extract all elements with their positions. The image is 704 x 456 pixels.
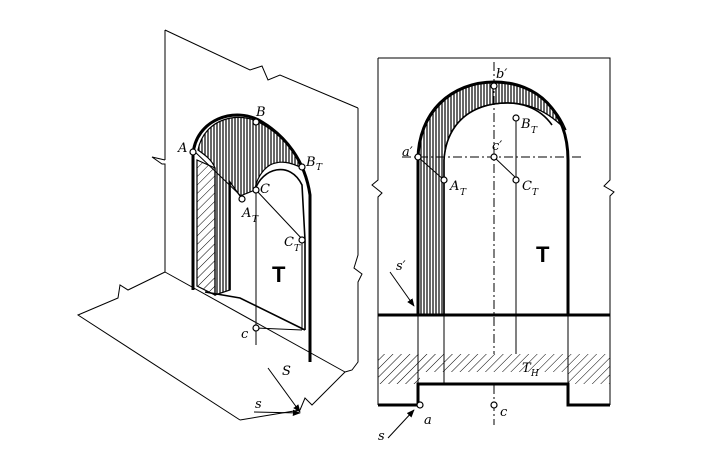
ground-plane: [76, 271, 346, 421]
point-B: [252, 118, 260, 126]
arch-outline: [191, 113, 312, 362]
svg-text:T: T: [252, 215, 259, 225]
point-A: [189, 148, 197, 156]
svg-text:T: T: [294, 244, 301, 254]
point-a: [416, 401, 424, 409]
point-b-prime: [490, 82, 498, 90]
label-BT: B: [520, 117, 531, 132]
svg-text:T: T: [532, 188, 539, 198]
axonometric-view: A B B T C A T C T T c S s: [76, 29, 363, 421]
label-c-prime: c′: [492, 139, 502, 154]
orthographic-view: b′ a′ c′ B T A T C T T s′ T H a c s: [371, 57, 615, 444]
label-CT: C: [522, 179, 532, 194]
label-c: c: [241, 327, 249, 342]
point-BT: [298, 163, 306, 171]
svg-text:T: T: [316, 163, 323, 173]
label-AT: A: [241, 206, 251, 221]
label-c: c: [500, 405, 508, 420]
label-T: T: [536, 242, 550, 267]
point-AT: [238, 195, 246, 203]
arch-shadow-band: [197, 116, 304, 296]
label-C: C: [260, 182, 270, 197]
wall-plane: [151, 29, 363, 373]
ground-section: [377, 315, 611, 407]
label-a: a: [424, 413, 432, 428]
svg-text:T: T: [460, 188, 467, 198]
label-b-prime: b′: [496, 67, 507, 82]
label-B: B: [255, 105, 266, 120]
point-AT: [440, 176, 448, 184]
label-A: A: [177, 141, 187, 156]
label-S: S: [282, 364, 291, 379]
arch-shadow-band: [417, 81, 567, 316]
svg-text:H: H: [530, 369, 539, 379]
label-BT: B: [305, 155, 316, 170]
label-AT: A: [449, 179, 459, 194]
point-c: [252, 324, 260, 332]
point-a-prime: [414, 153, 422, 161]
point-c: [490, 401, 498, 409]
point-CT: [512, 176, 520, 184]
point-C: [252, 186, 260, 194]
point-c-prime: [490, 153, 498, 161]
label-T: T: [272, 262, 286, 287]
svg-text:T: T: [531, 126, 538, 136]
label-s-prime: s′: [396, 259, 406, 274]
label-s: s: [255, 397, 262, 412]
label-CT: C: [284, 235, 294, 250]
label-s: s: [378, 429, 385, 444]
point-CT: [298, 236, 306, 244]
point-BT: [512, 114, 520, 122]
jamb-shadow-hatch: [196, 159, 216, 296]
label-a-prime: a′: [402, 145, 413, 160]
label-TH: T: [522, 361, 532, 376]
